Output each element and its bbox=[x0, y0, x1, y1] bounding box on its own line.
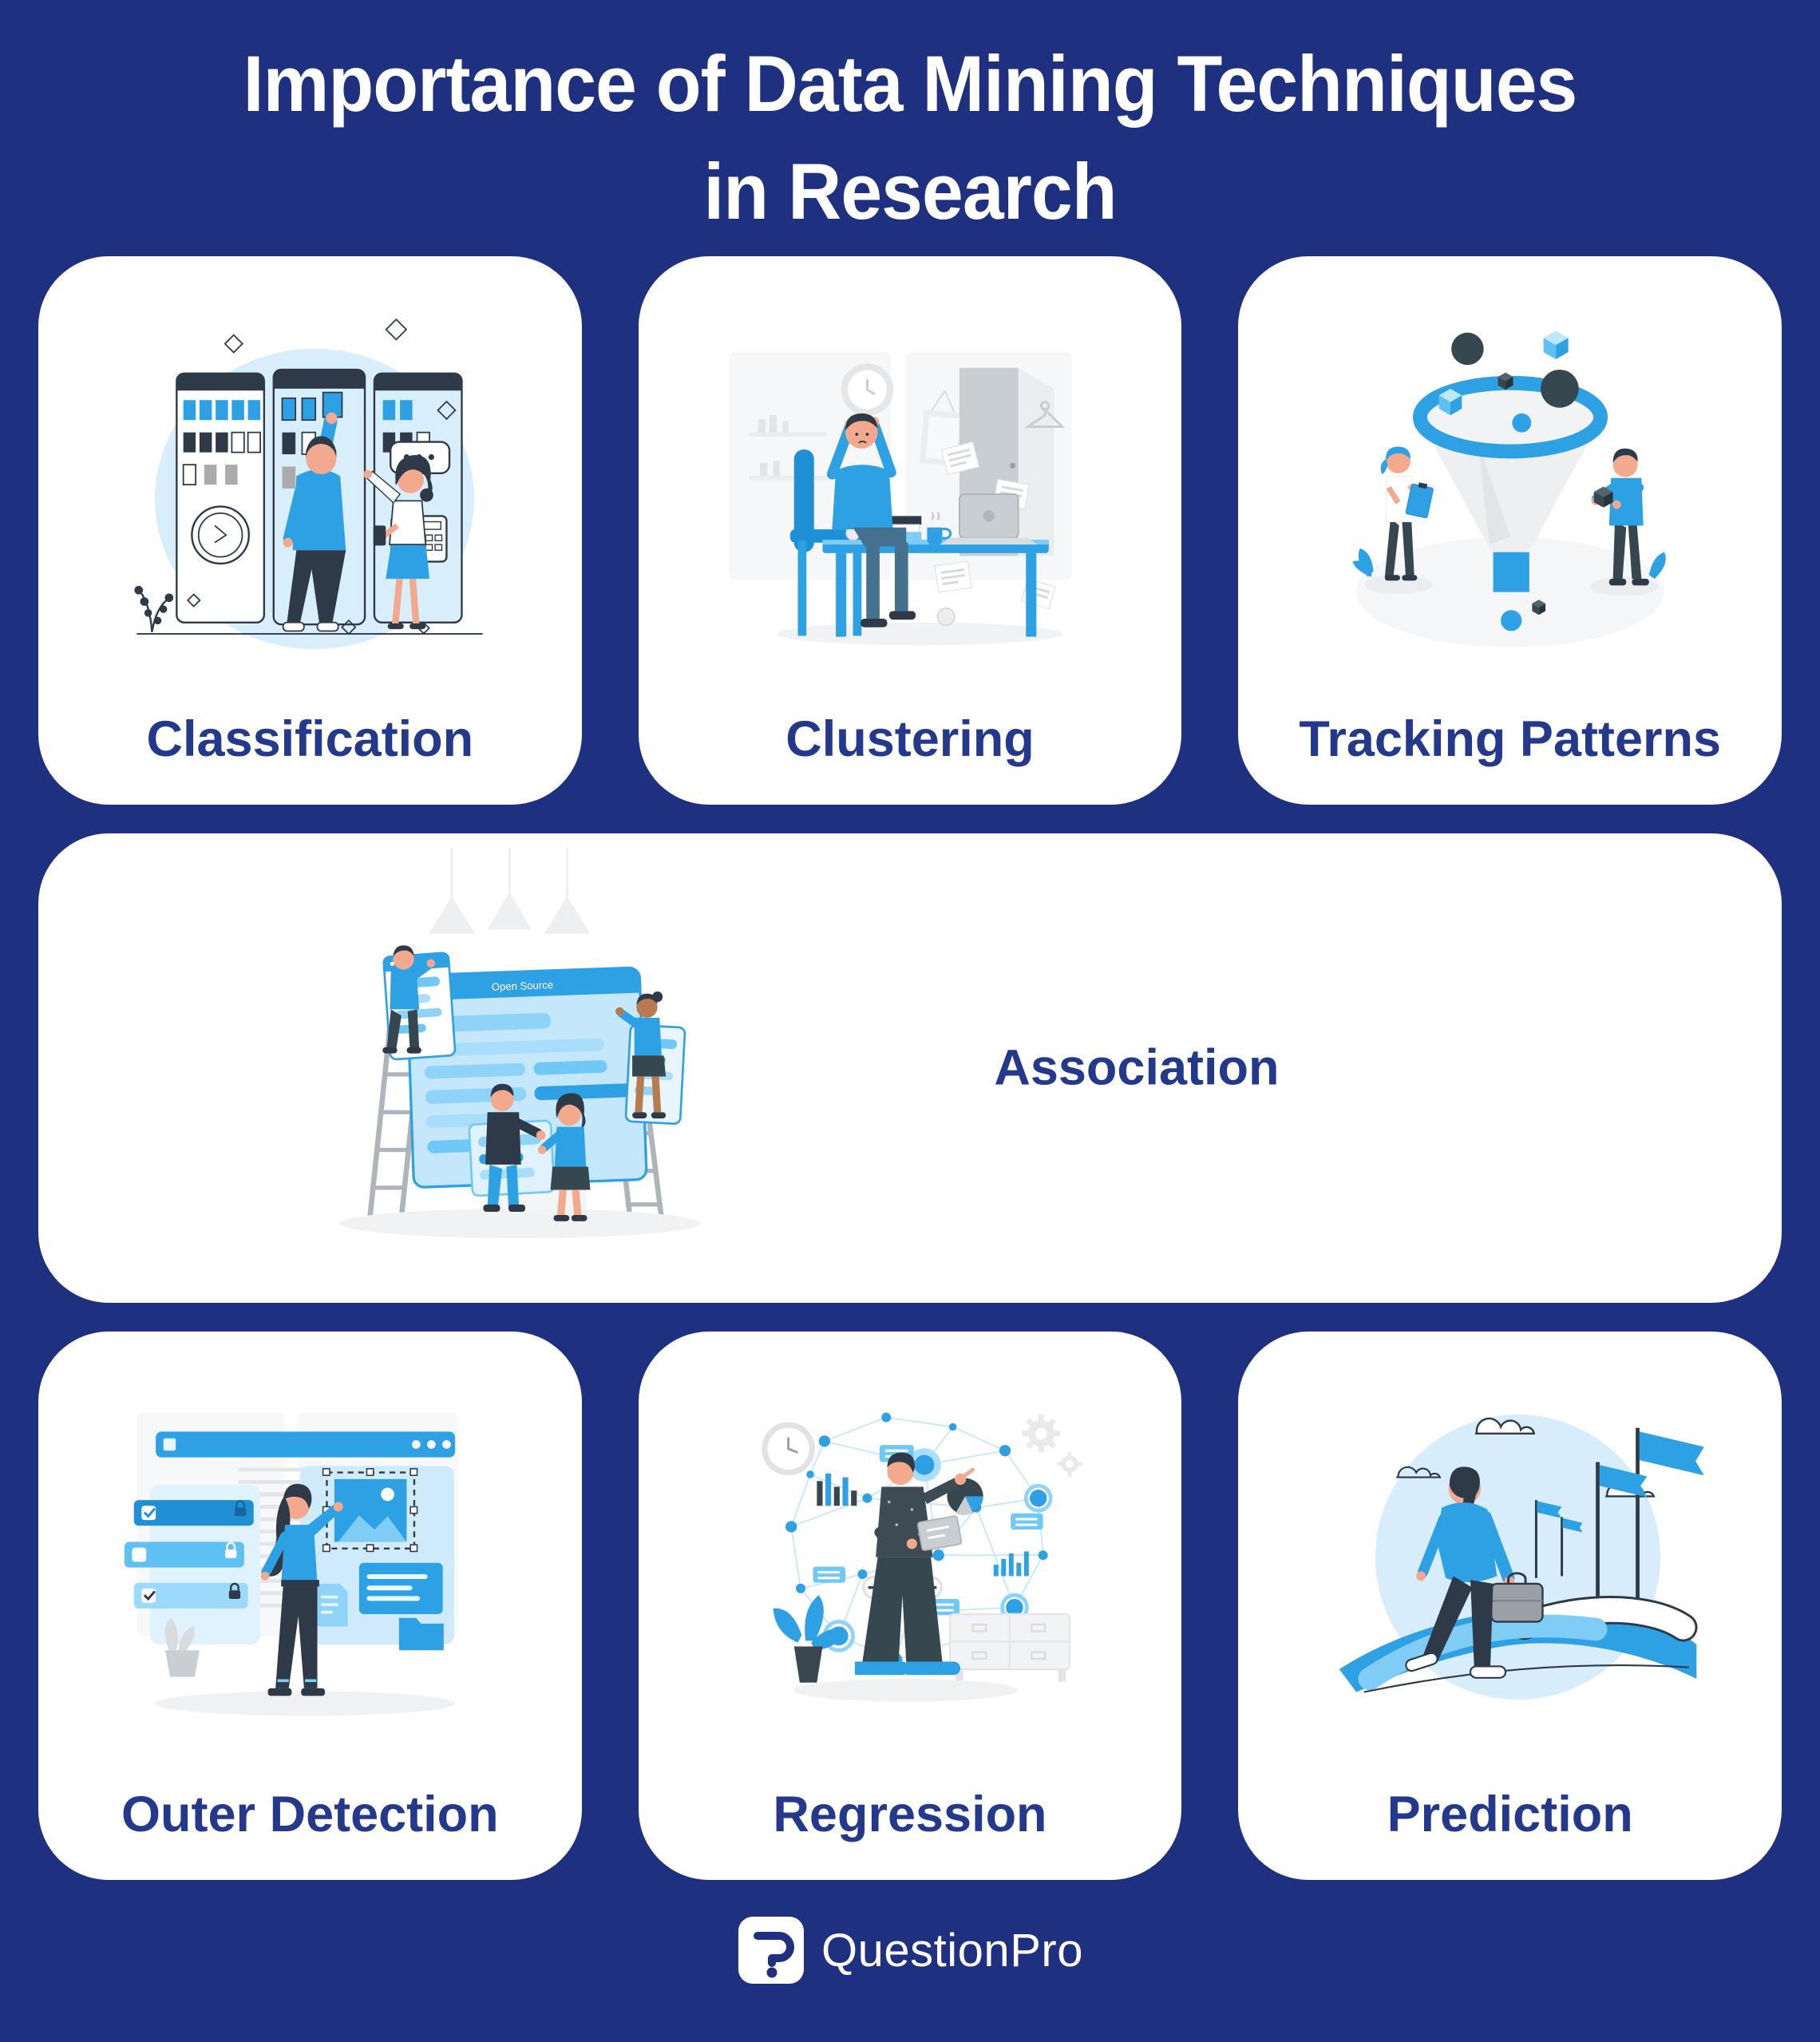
data-funnel-illustration bbox=[1352, 330, 1666, 647]
footer: QuestionPro bbox=[0, 1917, 1820, 1985]
open-source-label: Open Source bbox=[491, 979, 553, 993]
outer-detection-illustration-wrap bbox=[38, 1332, 582, 1790]
card-label-tracking-patterns: Tracking Patterns bbox=[1299, 711, 1722, 768]
card-label-classification: Classification bbox=[146, 711, 474, 768]
kanban-sorting-illustration bbox=[134, 319, 483, 650]
path-to-goals-illustration bbox=[1339, 1415, 1704, 1700]
ui-assembly-ladders-illustration: Open Source bbox=[339, 848, 701, 1239]
questionpro-logo-icon bbox=[738, 1917, 805, 1985]
card-label-prediction: Prediction bbox=[1387, 1787, 1633, 1843]
card-association: Open Source bbox=[38, 833, 1782, 1304]
card-label-regression: Regression bbox=[773, 1787, 1047, 1843]
regression-illustration-wrap bbox=[639, 1332, 1182, 1790]
card-classification: Classification bbox=[38, 256, 582, 805]
page-title: Importance of Data Mining Techniques in … bbox=[54, 30, 1765, 245]
infographic-page: { "header": { "title_line1": "Importance… bbox=[0, 30, 1820, 2042]
card-clustering: Clustering bbox=[638, 256, 1182, 805]
prediction-illustration-wrap bbox=[1238, 1332, 1782, 1790]
stressed-desk-worker-illustration bbox=[729, 351, 1072, 646]
card-prediction: Prediction bbox=[1238, 1332, 1782, 1881]
card-label-outer-detection: Outer Detection bbox=[121, 1787, 499, 1843]
card-label-association: Association bbox=[994, 1039, 1280, 1096]
brand-name: QuestionPro bbox=[821, 1924, 1083, 1977]
tracking-patterns-illustration-wrap bbox=[1238, 256, 1782, 714]
association-illustration-wrap: Open Source bbox=[242, 848, 809, 1288]
title-line-1: Importance of Data Mining Techniques bbox=[243, 39, 1578, 128]
card-label-clustering: Clustering bbox=[785, 711, 1035, 768]
card-regression: Regression bbox=[638, 1332, 1182, 1881]
title-line-2: in Research bbox=[703, 146, 1117, 235]
card-tracking-patterns: Tracking Patterns bbox=[1238, 256, 1782, 805]
cards-grid: Classification bbox=[0, 256, 1820, 1881]
classification-illustration-wrap bbox=[38, 256, 582, 714]
network-analysis-illustration bbox=[762, 1412, 1082, 1702]
clustering-illustration-wrap bbox=[639, 256, 1182, 714]
content-curation-illustration bbox=[125, 1412, 459, 1716]
card-outer-detection: Outer Detection bbox=[38, 1332, 582, 1881]
